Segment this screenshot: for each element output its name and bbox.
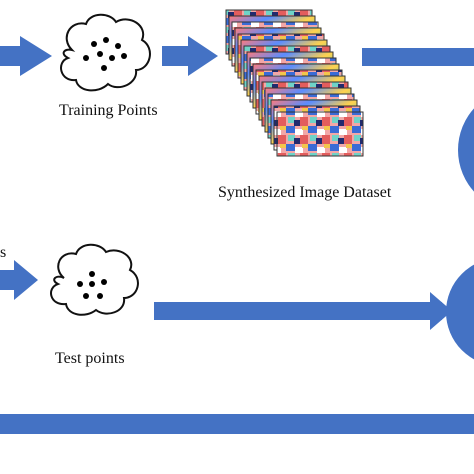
arrow-left-row2 — [0, 260, 38, 300]
right-circle-bottom — [446, 264, 474, 360]
training-points-cloud-icon — [60, 13, 151, 92]
arrow-test-to-right — [154, 292, 452, 330]
test-points-label: Test points — [55, 350, 125, 367]
image-stack-icon — [225, 9, 364, 157]
image-card — [276, 111, 364, 157]
arrow-left-row1 — [0, 36, 52, 76]
arrow-dataset-to-right — [362, 48, 474, 66]
test-points-cloud-icon — [50, 243, 139, 316]
bottom-bar — [0, 414, 474, 434]
arrow-cloud-to-dataset — [162, 36, 218, 76]
edge-fragment-label: s — [0, 244, 7, 261]
synthesized-dataset-label: Synthesized Image Dataset — [218, 184, 392, 201]
training-points-label: Training Points — [59, 102, 158, 119]
right-circle-top — [458, 108, 474, 192]
